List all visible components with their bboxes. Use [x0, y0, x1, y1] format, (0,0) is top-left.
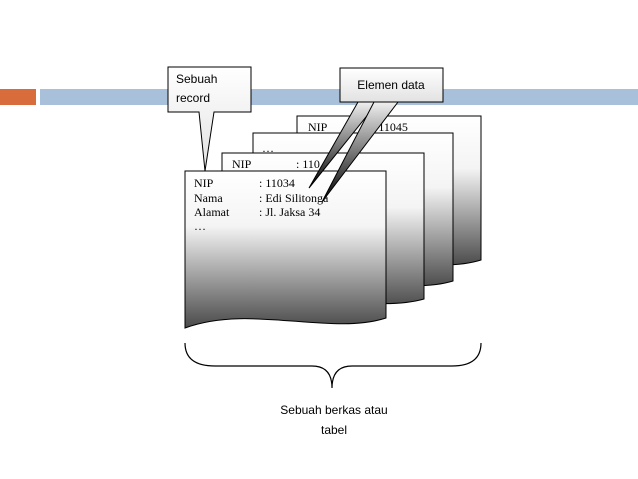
front-row-label: Alamat [194, 205, 230, 219]
front-row-label: NIP [194, 176, 214, 190]
back-nip-label: NIP [308, 120, 328, 134]
caption-line1: Sebuah berkas atau [280, 403, 387, 417]
header-band [40, 89, 638, 105]
element-callout: Elemen data [308, 67, 444, 203]
front-row-label: … [194, 219, 206, 233]
accent-bar [0, 89, 36, 105]
record-callout-line2: record [176, 91, 210, 105]
curly-brace [184, 342, 482, 389]
front-row-value: : Edi Silitonga [259, 191, 329, 205]
third-nip-value: : 110 [296, 157, 320, 171]
third-nip-label: NIP [232, 157, 252, 171]
record-callout-line1: Sebuah [176, 72, 217, 86]
middle-ellipsis: … [262, 141, 274, 155]
front-row-value: : Jl. Jaksa 34 [259, 205, 320, 219]
caption-line2: tabel [321, 423, 347, 437]
element-callout-label: Elemen data [357, 78, 425, 92]
front-row-value: : 11034 [259, 176, 295, 190]
front-row-label: Nama [194, 191, 223, 205]
record-callout: Sebuah record [167, 66, 252, 172]
record-card-front: NIP : 11034 Nama : Edi Silitonga Alamat … [184, 170, 387, 329]
